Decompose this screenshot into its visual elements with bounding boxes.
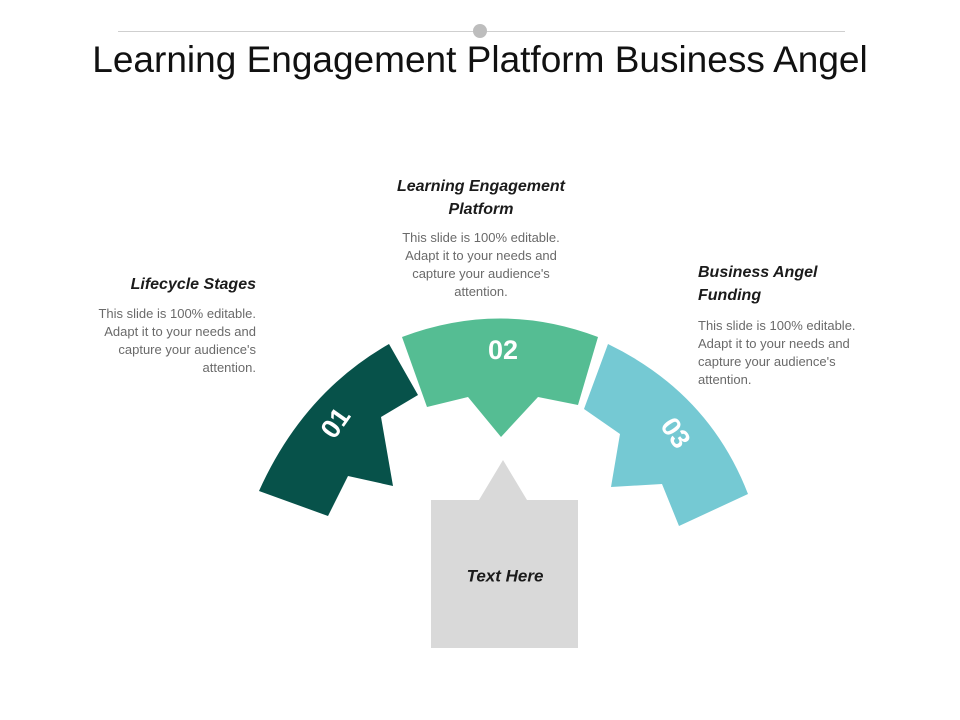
item-02-description-line: Adapt it to your needs and <box>405 248 557 263</box>
item-03-heading-line: Business Angel <box>698 264 818 281</box>
item-02-heading-line: Platform <box>448 201 514 218</box>
item-02-description-line: attention. <box>454 284 508 299</box>
item-01-description-line: capture your audience's <box>118 342 256 357</box>
page-title: Learning Engagement Platform Business An… <box>92 39 868 80</box>
item-02-description-line: capture your audience's <box>412 266 550 281</box>
center-text-box <box>431 460 578 648</box>
item-01-heading-line: Lifecycle Stages <box>130 276 256 293</box>
top-divider-dot <box>473 24 487 38</box>
item-02-heading: Learning Engagement Platform <box>351 175 611 221</box>
item-01-description-line: Adapt it to your needs and <box>104 324 256 339</box>
item-01-description-line: This slide is 100% editable. <box>98 306 256 321</box>
segment-01 <box>259 344 418 516</box>
center-text-box-label: Text Here <box>467 566 544 585</box>
item-01-description: This slide is 100% editable. Adapt it to… <box>56 305 256 377</box>
item-03-description: This slide is 100% editable. Adapt it to… <box>698 317 918 389</box>
item-02-description: This slide is 100% editable. Adapt it to… <box>366 229 596 301</box>
segment-03 <box>584 344 748 526</box>
item-01-heading: Lifecycle Stages <box>56 273 256 296</box>
item-03-description-line: This slide is 100% editable. <box>698 318 856 333</box>
item-03-heading: Business Angel Funding <box>698 261 918 307</box>
item-02-description-line: This slide is 100% editable. <box>402 230 560 245</box>
segment-02-number: 02 <box>488 335 518 365</box>
item-02-heading-line: Learning Engagement <box>396 178 566 195</box>
item-03-heading-line: Funding <box>698 287 762 304</box>
item-03-description-line: capture your audience's <box>698 354 836 369</box>
item-03-description-line: Adapt it to your needs and <box>698 336 850 351</box>
segment-02 <box>402 318 598 437</box>
item-01-description-line: attention. <box>202 360 257 375</box>
item-03-description-line: attention. <box>698 372 752 387</box>
